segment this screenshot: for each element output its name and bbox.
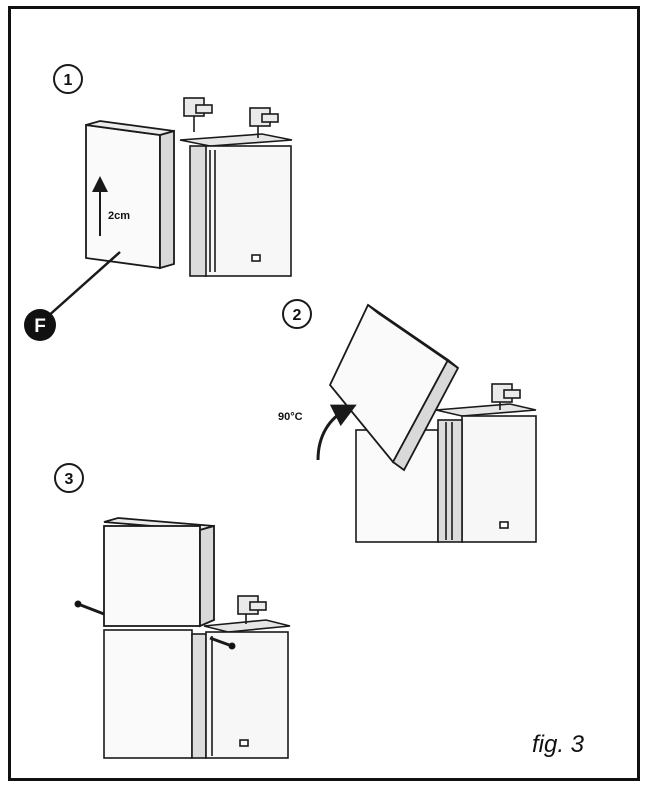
figure-caption: fig. 3 <box>532 731 585 758</box>
lift-distance-label: 2cm <box>108 210 130 222</box>
step-1-number: 1 <box>64 72 73 89</box>
step-1-group: 1 2cm F <box>24 64 293 341</box>
step-2-number: 2 <box>293 307 302 324</box>
rotation-arrow <box>316 404 357 461</box>
callout-badge <box>24 309 56 341</box>
screw-right <box>209 636 236 650</box>
callout-letter: F <box>34 316 46 337</box>
step-3-panel <box>103 517 215 628</box>
step-3-group: 3 <box>54 463 291 759</box>
step-2-badge <box>282 299 312 329</box>
step-3-cabinet <box>103 595 291 759</box>
callout-leader-line <box>45 251 121 319</box>
step-2-panel <box>328 303 460 472</box>
step-2-group: 2 90°C <box>278 299 537 543</box>
step-3-number: 3 <box>65 471 74 488</box>
step-3-badge <box>54 463 84 493</box>
step-1-badge <box>53 64 83 94</box>
step-1-panel <box>85 120 175 270</box>
rotation-label: 90°C <box>278 411 303 423</box>
step-1-cabinet <box>179 97 293 277</box>
screw-left <box>74 600 105 616</box>
